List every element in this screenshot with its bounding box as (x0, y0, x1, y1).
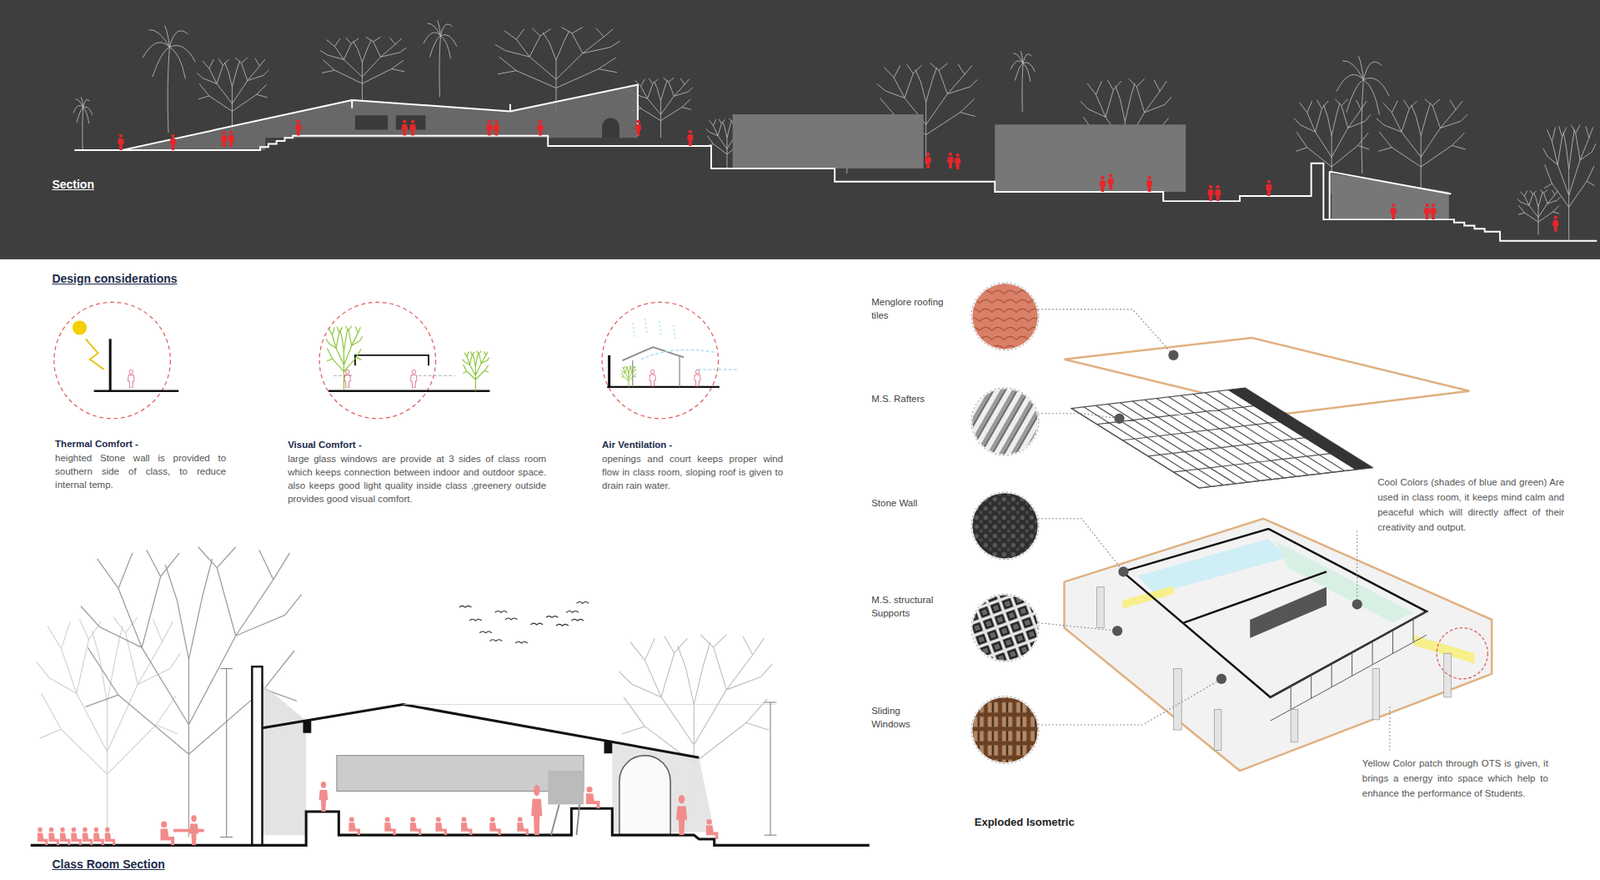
consideration-heading: Visual Comfort - (287, 438, 547, 452)
drawing-title: Exploded Isometric (974, 815, 1075, 828)
section-title: Design considerations (51, 271, 177, 286)
material-label: Menglore roofing tiles (871, 295, 955, 322)
consideration-text: large glass windows are provide at 3 sid… (287, 451, 547, 506)
design-note: Yellow Color patch through OTS is given,… (1362, 755, 1549, 801)
material-label: M.S. structural Supports (871, 592, 955, 620)
consideration-text: heighted Stone wall is provided to south… (55, 451, 226, 492)
design-note: Cool Colors (shades of blue and green) A… (1377, 474, 1565, 535)
consideration-block: Thermal Comfort -heighted Stone wall is … (55, 437, 226, 493)
material-label: Stone Wall (871, 496, 955, 510)
consideration-block: Air Ventilation -openings and court keep… (601, 438, 783, 494)
consideration-heading: Thermal Comfort - (55, 437, 226, 451)
material-label: Sliding Windows (871, 703, 923, 731)
material-label: M.S. Rafters (871, 391, 955, 406)
consideration-block: Visual Comfort -large glass windows are … (287, 438, 547, 507)
consideration-heading: Air Ventilation - (601, 438, 783, 452)
section-title: Section (51, 177, 95, 191)
section-title: Class Room Section (51, 857, 165, 871)
consideration-text: openings and court keeps proper wind flo… (601, 451, 783, 492)
